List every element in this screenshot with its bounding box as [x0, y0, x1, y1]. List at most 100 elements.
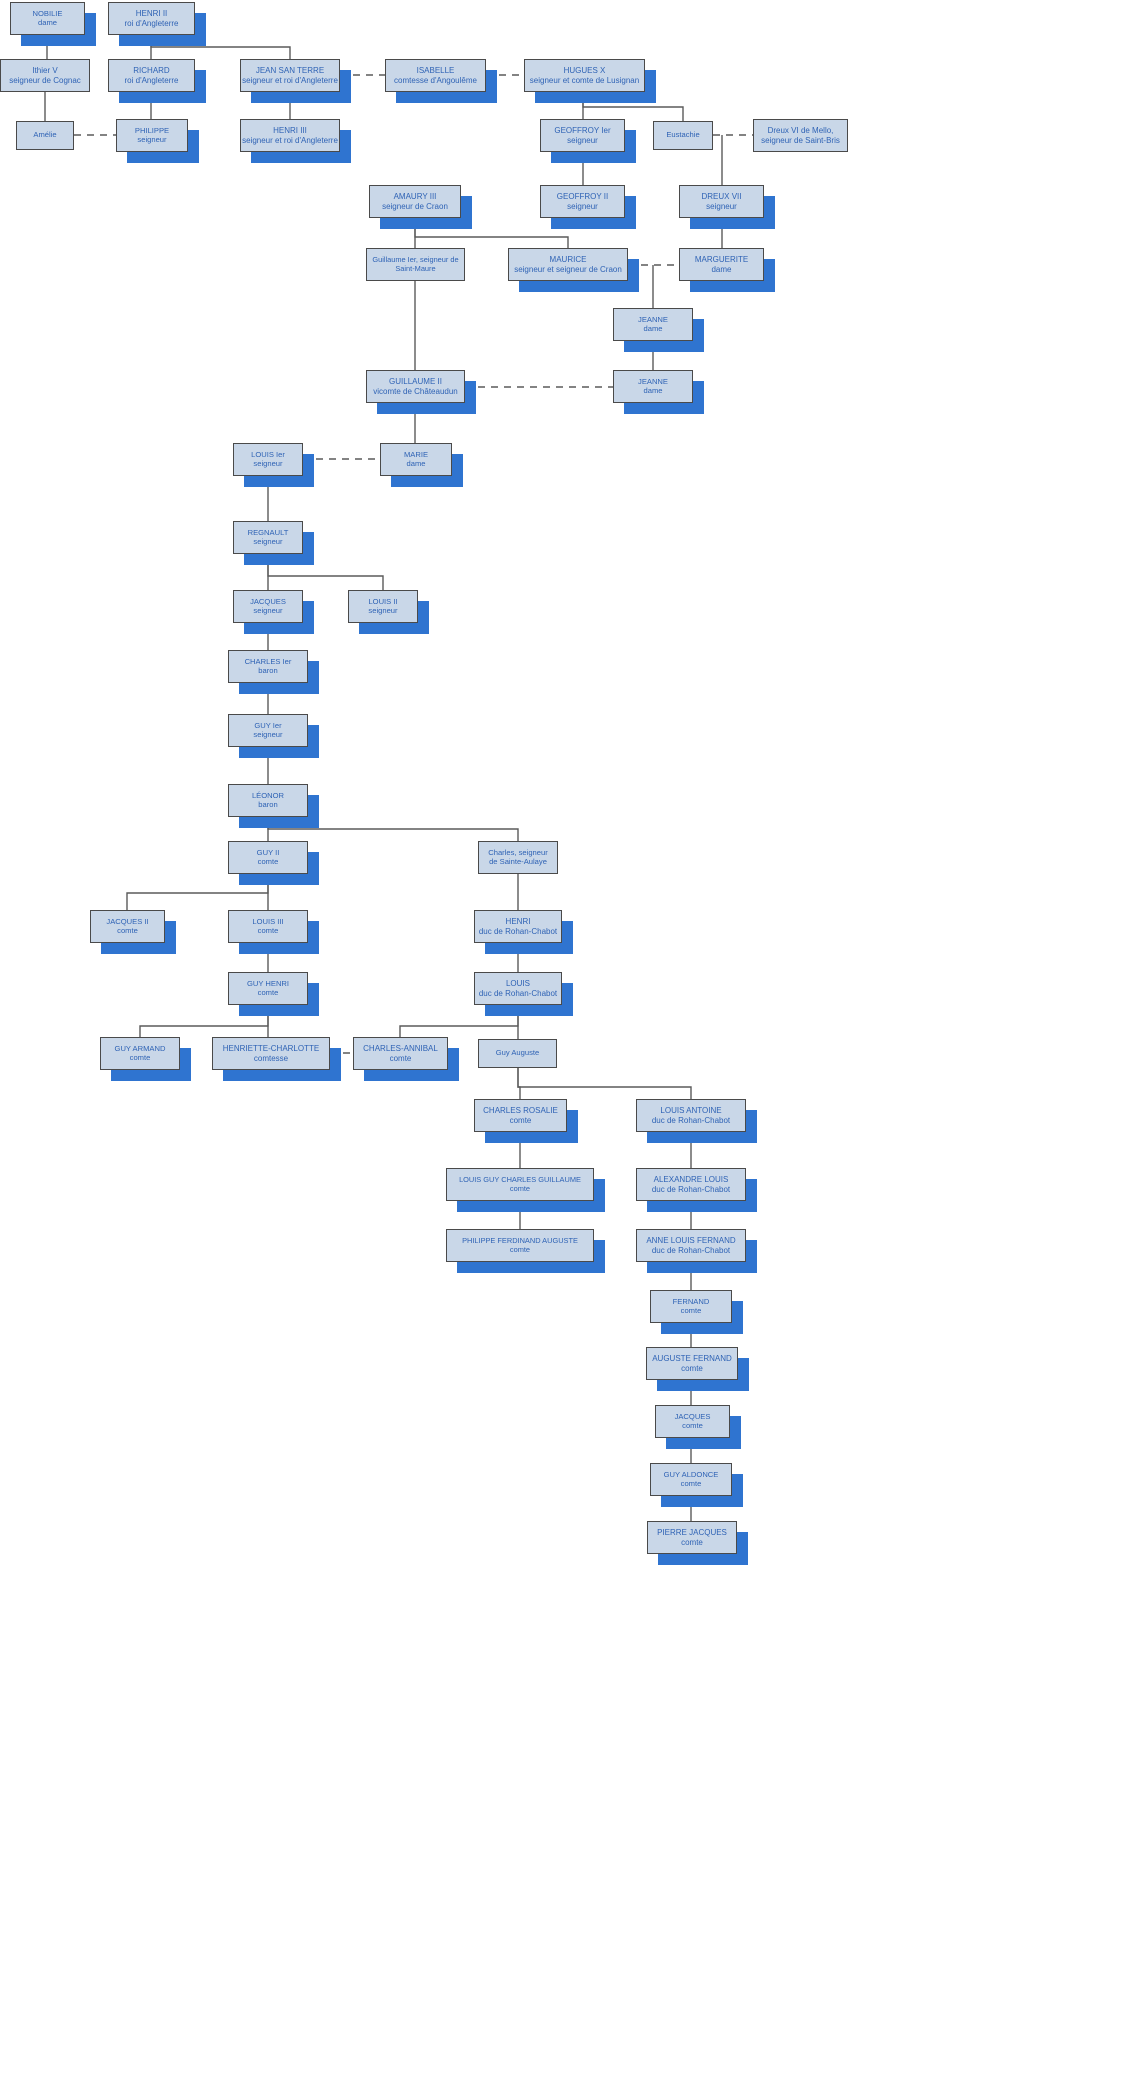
person-name: HENRI [505, 917, 531, 927]
person-title: duc de Rohan-Chabot [651, 1184, 731, 1194]
person-name: LOUIS ANTOINE [660, 1106, 722, 1116]
person-title: duc de Rohan-Chabot [651, 1115, 731, 1125]
person-name: ISABELLE [416, 66, 455, 76]
person-name: FERNAND [672, 1296, 710, 1306]
person-title: comte [129, 1052, 151, 1062]
person-name: CHARLES-ANNIBAL [363, 1044, 438, 1054]
person-title: seigneur et roi d'Angleterre [242, 75, 338, 85]
person-title: comte [682, 1420, 703, 1430]
person-title: dame [406, 458, 426, 468]
person-name: GUY II [256, 847, 280, 857]
person-title: dame [711, 264, 732, 274]
person-name: LÉONOR [251, 790, 285, 800]
person-name: GUY ALDONCE [663, 1469, 719, 1479]
person-name: JEAN SAN TERRE [255, 66, 325, 76]
person-name: PHILIPPE [134, 125, 170, 135]
person-node-amelie[interactable]: Amélie [16, 121, 74, 150]
person-node-guyauguste[interactable]: Guy Auguste [478, 1039, 557, 1068]
person-title: duc de Rohan-Chabot [478, 988, 558, 998]
person-title: baron [258, 799, 278, 809]
person-title: seigneur de Craon [382, 201, 448, 211]
person-title: Saint-Maure [395, 263, 436, 273]
person-node-eustachie[interactable]: Eustachie [653, 121, 713, 150]
person-name: MARGUERITE [694, 255, 749, 265]
person-name: Eustachie [666, 130, 700, 140]
person-title: comte [681, 1537, 703, 1547]
person-node-dreux6[interactable]: Dreux VI de Mello,seigneur de Saint-Bris [753, 119, 848, 152]
person-name: Charles, seigneur [488, 847, 548, 857]
person-title: seigneur [137, 134, 167, 144]
person-title: duc de Rohan-Chabot [478, 926, 558, 936]
person-name: Guillaume Ier, seigneur de [372, 254, 459, 264]
person-title: roi d'Angleterre [124, 75, 179, 85]
person-title: seigneur [706, 201, 737, 211]
person-title: seigneur [253, 729, 283, 739]
person-name: LOUIS GUY CHARLES GUILLAUME [459, 1174, 581, 1184]
person-name: LOUIS III [252, 916, 284, 926]
person-title: seigneur [567, 201, 598, 211]
person-name: Guy Auguste [495, 1048, 540, 1058]
person-name: JACQUES II [106, 916, 149, 926]
person-title: comte [389, 1053, 412, 1063]
person-title: comte [257, 987, 279, 997]
person-title: comte [117, 925, 138, 935]
person-title: comtesse [253, 1053, 289, 1063]
person-title: seigneur et roi d'Angleterre [242, 135, 338, 145]
person-title: comte [680, 1305, 702, 1315]
person-name: JACQUES [250, 596, 286, 606]
edge-solid [517, 1068, 692, 1099]
person-name: CHARLES ROSALIE [483, 1106, 558, 1116]
person-name: JEANNE [638, 376, 668, 386]
person-title: comte [509, 1244, 531, 1254]
person-name: GUY HENRI [246, 978, 290, 988]
